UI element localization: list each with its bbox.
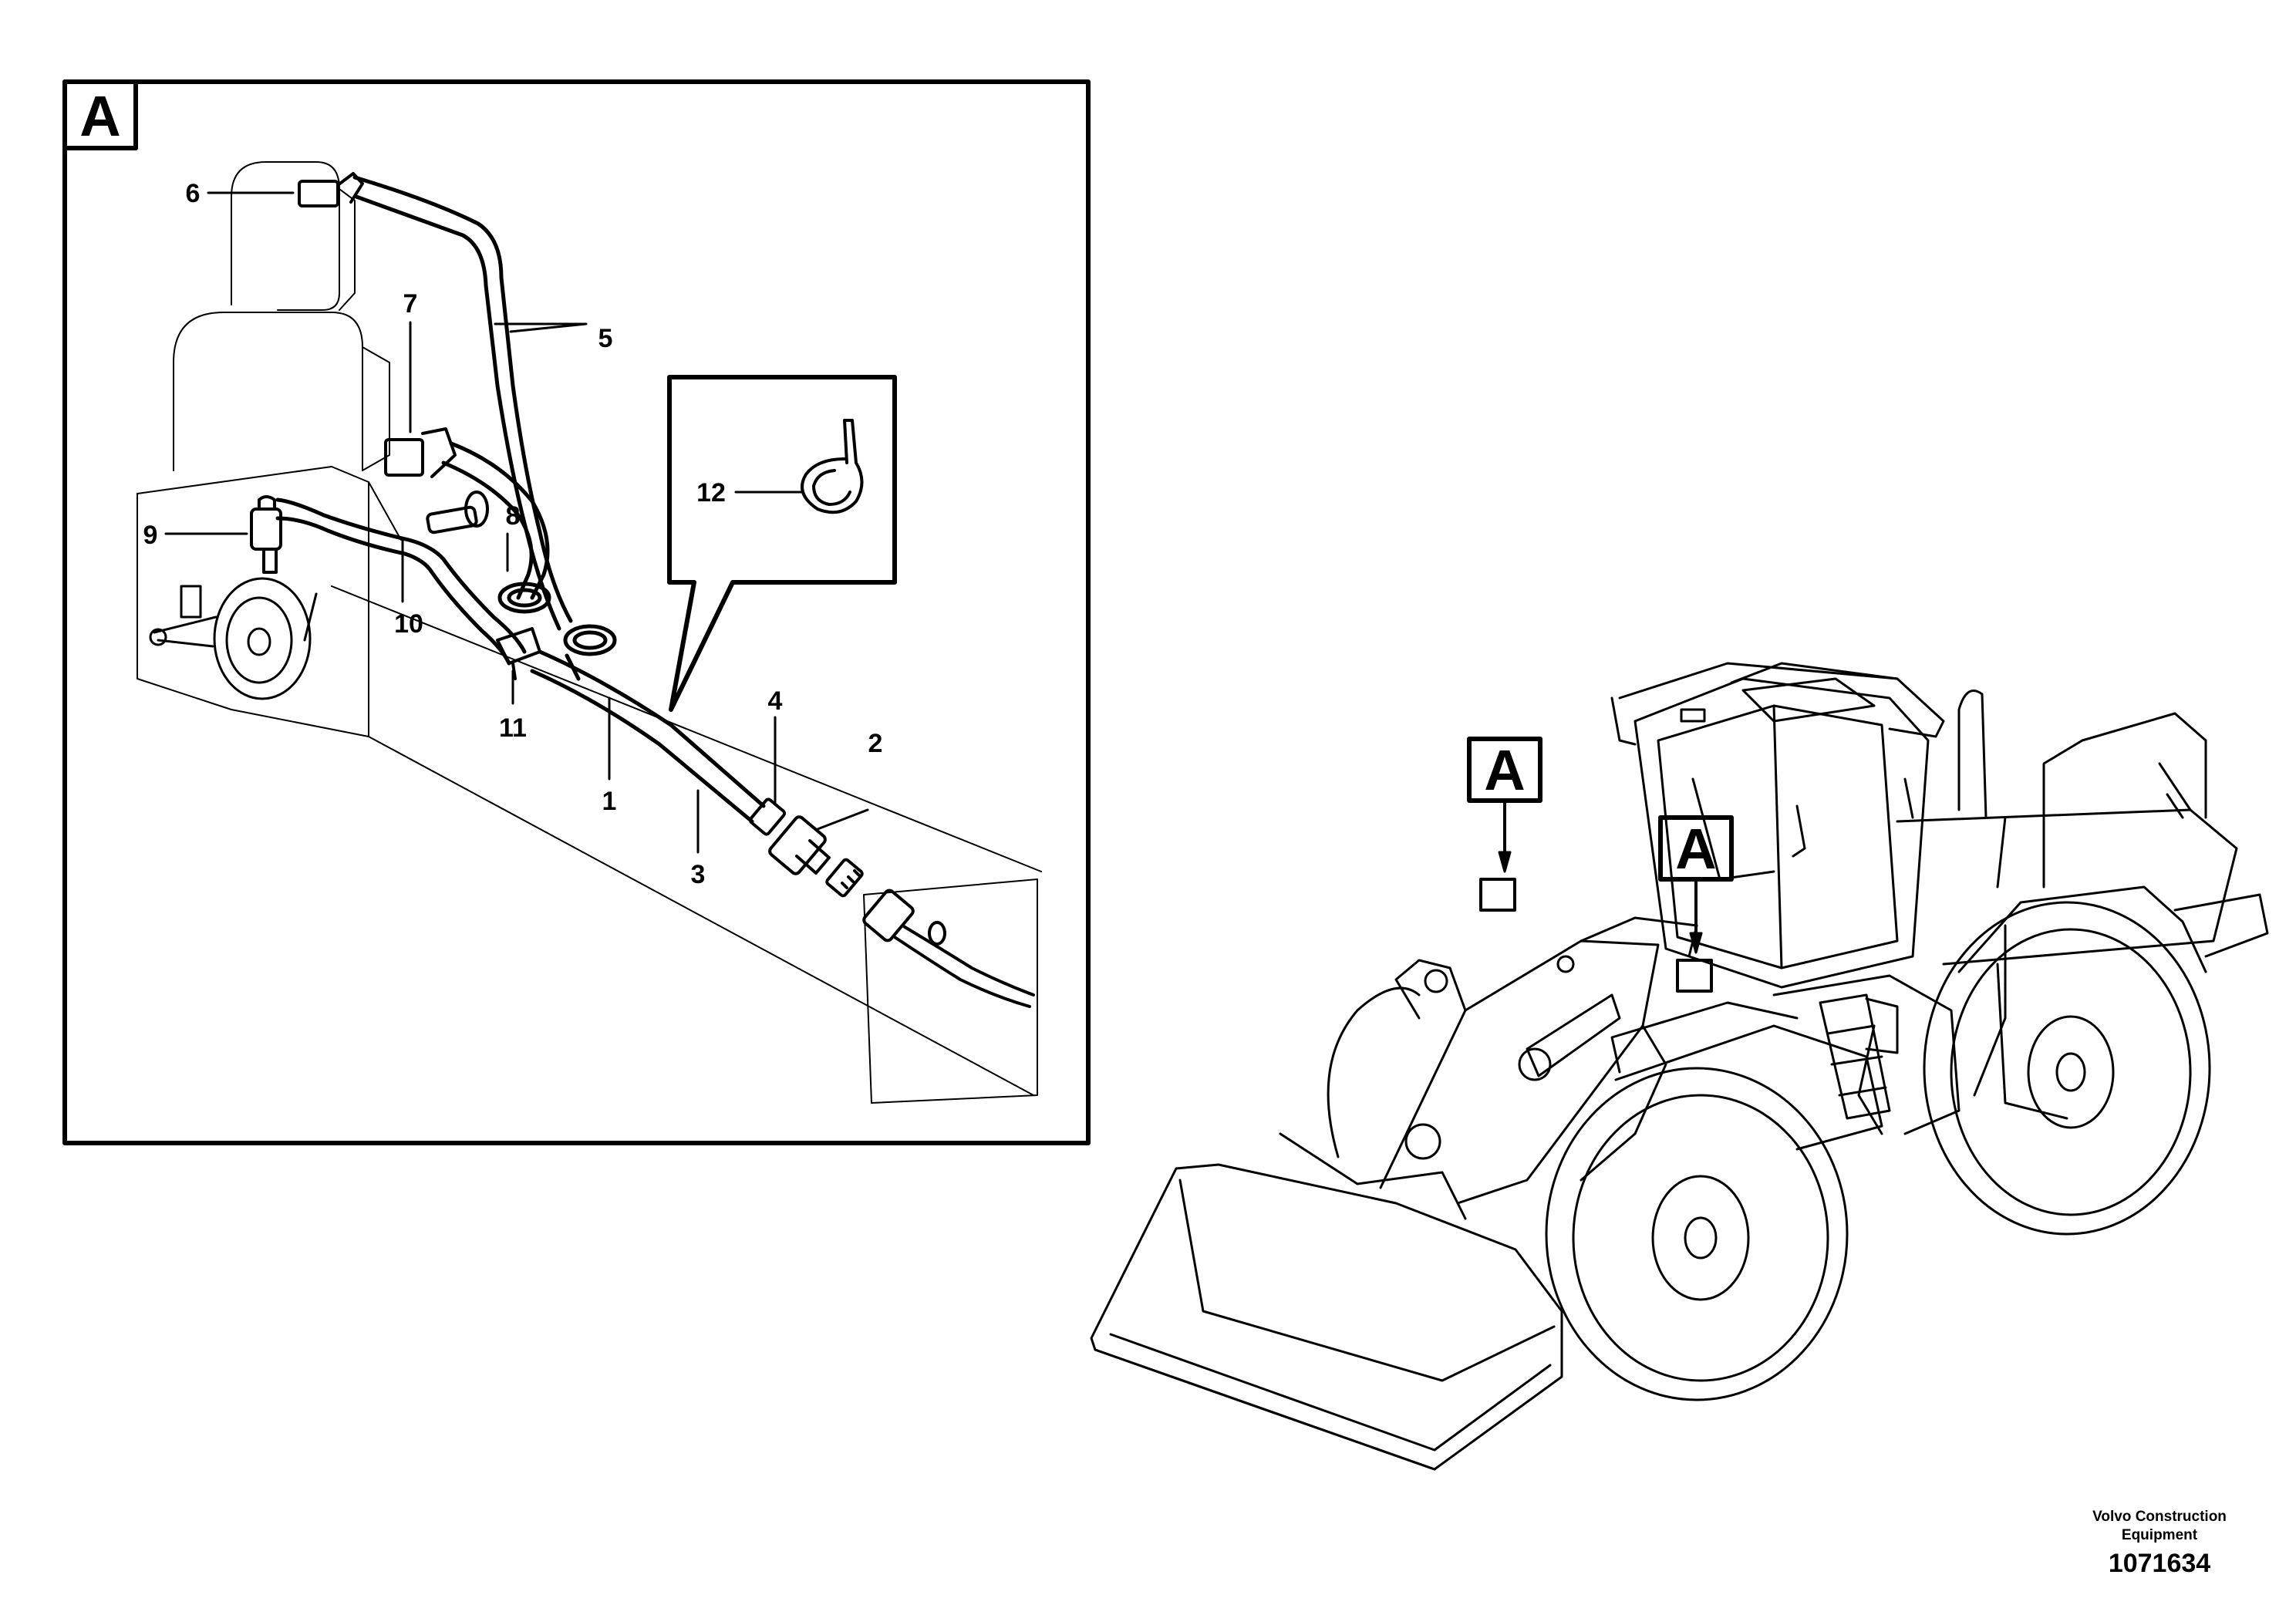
detail-view-a: A: [62, 79, 1091, 1145]
location-marker-1: A: [1467, 737, 1542, 912]
callout-6: 6: [186, 179, 201, 208]
cable-tie-inset: [667, 375, 897, 712]
ladder: [1819, 993, 1891, 1120]
callout-7: 7: [403, 289, 418, 319]
callout-4: 4: [768, 686, 783, 716]
location-flag-1: A: [1484, 738, 1525, 802]
callout-12: 12: [696, 478, 726, 508]
plug-2: [825, 858, 864, 898]
callout-8: 8: [506, 501, 521, 531]
cable-9: [275, 497, 527, 666]
callout-9: 9: [143, 521, 158, 550]
callout-labels: 6 7 5 12 8 9 10 11 4 2 1 3: [143, 179, 883, 889]
location-connector-1: [1479, 878, 1516, 912]
cable-7: [441, 441, 550, 600]
callout-3: 3: [691, 860, 706, 889]
mating-connector: [862, 889, 1035, 1008]
detail-label-box: [62, 79, 138, 150]
connector-4: [748, 798, 831, 875]
connector-6: [298, 172, 364, 207]
detail-label: A: [79, 84, 120, 148]
connector-9: [250, 495, 282, 574]
callout-1: 1: [602, 787, 617, 816]
horn: [149, 577, 318, 700]
cable-1: [530, 649, 766, 824]
callout-11: 11: [499, 713, 527, 743]
cable-tie-icon: [801, 419, 864, 514]
callout-leaders: [164, 191, 869, 854]
far-tire: [1327, 986, 1421, 1158]
cable-5: [352, 175, 573, 631]
bolt-8: [426, 491, 489, 534]
bucket: [1090, 1132, 1563, 1471]
callout-10: 10: [394, 609, 423, 639]
boom-arms: [1379, 916, 1698, 1205]
callout-2: 2: [868, 729, 883, 758]
document-number: 1071634: [2108, 1549, 2211, 1578]
cab-housing: [137, 161, 1042, 1104]
loader-body: [1610, 690, 2269, 1151]
callout-5: 5: [598, 324, 613, 353]
rear-tire: [1923, 901, 2211, 1236]
cab: [1610, 662, 1945, 989]
grommets: [497, 582, 617, 656]
company-credit: Volvo Construction Equipment: [2092, 1509, 2227, 1543]
location-flag-2: A: [1675, 817, 1716, 881]
wheel-loader-illustration: A A: [1090, 662, 2269, 1471]
location-connector-2: [1676, 959, 1713, 993]
connector-7: [384, 427, 457, 478]
location-marker-2: A: [1658, 815, 1734, 993]
front-tire: [1545, 1067, 1849, 1401]
detail-frame: [62, 79, 1091, 1145]
